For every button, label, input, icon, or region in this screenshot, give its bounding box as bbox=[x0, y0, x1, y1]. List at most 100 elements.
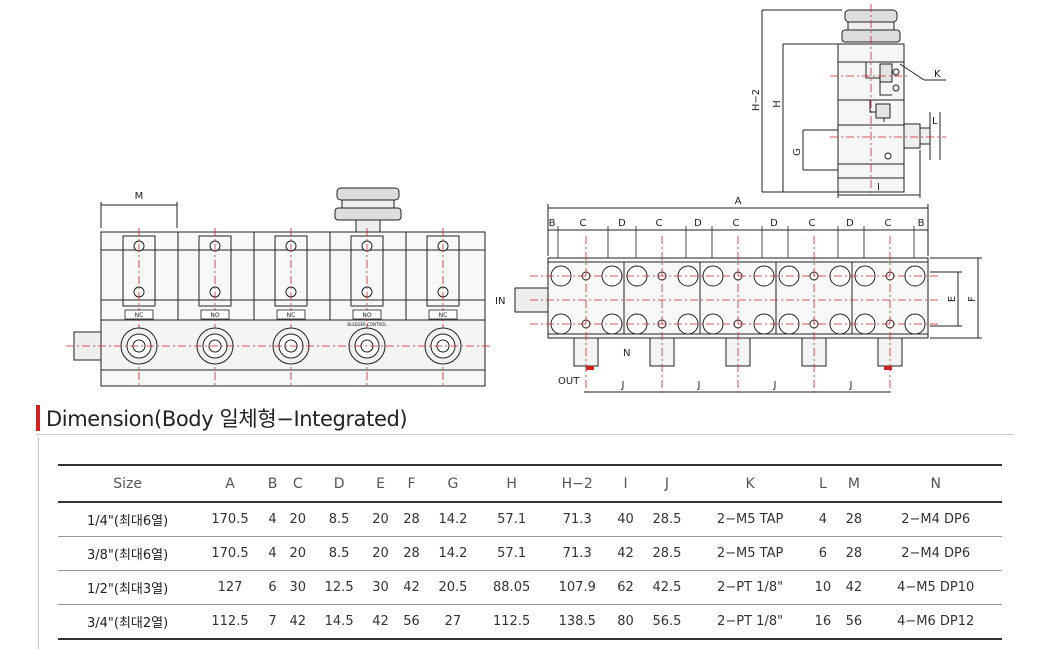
table-cell: 28 bbox=[838, 536, 870, 571]
col-header: H−2 bbox=[544, 464, 611, 503]
label-g: G bbox=[792, 148, 803, 156]
table-cell: 40 bbox=[610, 502, 642, 537]
label-h: H bbox=[772, 100, 783, 108]
valve-tag-box bbox=[428, 309, 458, 320]
table-cell: 14.5 bbox=[313, 604, 366, 640]
front-valve-group: NC NO NC NO BLEEDER CONTROL NC bbox=[66, 228, 490, 386]
table-cell: 28.5 bbox=[641, 502, 693, 537]
table-cell: 80 bbox=[610, 604, 642, 640]
pitch-label: C bbox=[885, 218, 892, 229]
table-cell: 88.05 bbox=[478, 570, 545, 605]
valve-subtag: BLEEDER CONTROL bbox=[347, 322, 387, 327]
table-cell: 20 bbox=[365, 502, 397, 537]
table-cell: 112.5 bbox=[197, 604, 263, 640]
table-cell: 42 bbox=[282, 604, 314, 640]
pitch-label: D bbox=[770, 218, 778, 229]
table-cell: 42 bbox=[365, 604, 397, 640]
side-view-centerlines bbox=[830, 4, 946, 196]
table-cell: 20 bbox=[282, 502, 314, 537]
out-marker bbox=[884, 366, 892, 370]
table-cell: 10 bbox=[807, 570, 839, 605]
table-cell: 14.2 bbox=[427, 536, 479, 571]
heading-accent-bar bbox=[36, 405, 40, 431]
table-cell: 28 bbox=[396, 536, 428, 571]
valve-tag: NO bbox=[362, 312, 371, 319]
pitch-label: D bbox=[694, 218, 702, 229]
table-cell: 56 bbox=[396, 604, 428, 640]
table-cell: 57.1 bbox=[478, 536, 545, 571]
j-label: J bbox=[621, 380, 625, 391]
front-valve: NC bbox=[424, 228, 462, 386]
table-cell: 20.5 bbox=[427, 570, 479, 605]
col-header: G bbox=[427, 464, 479, 503]
row-size-cell: 1/2"(최대3열) bbox=[58, 570, 198, 605]
col-header: Size bbox=[58, 464, 198, 503]
out-marker bbox=[586, 366, 594, 370]
table-cell: 112.5 bbox=[478, 604, 545, 640]
row-size-cell: 3/4"(최대2열) bbox=[58, 604, 198, 640]
col-header: A bbox=[197, 464, 263, 503]
valve-tag: NC bbox=[439, 312, 448, 319]
valve-tag: NC bbox=[135, 312, 144, 319]
table-cell: 12.5 bbox=[313, 570, 366, 605]
table-cell: 4−M6 DP12 bbox=[869, 604, 1002, 640]
col-header: L bbox=[807, 464, 839, 503]
left-divider bbox=[38, 437, 39, 649]
pitch-label: C bbox=[809, 218, 816, 229]
table-cell: 20 bbox=[282, 536, 314, 571]
table-cell: 28 bbox=[838, 502, 870, 537]
table-cell: 28 bbox=[396, 502, 428, 537]
table-cell: 4 bbox=[807, 502, 839, 537]
table-cell: 20 bbox=[365, 536, 397, 571]
heading-title: Dimension(Body 일체형−Integrated) bbox=[46, 407, 408, 431]
front-valve: NO bbox=[196, 228, 234, 386]
top-view-centerlines bbox=[530, 275, 940, 325]
side-view-drawing bbox=[761, 9, 946, 198]
j-label: J bbox=[697, 380, 701, 391]
table-cell: 71.3 bbox=[544, 502, 611, 537]
valve-tag-box bbox=[200, 309, 230, 320]
label-k: K bbox=[934, 69, 941, 80]
pitch-label: C bbox=[656, 218, 663, 229]
valve-tag-box bbox=[352, 309, 382, 320]
table-cell: 2−PT 1/8" bbox=[692, 570, 808, 605]
label-f: F bbox=[967, 296, 978, 302]
pitch-label: D bbox=[846, 218, 854, 229]
table-cell: 107.9 bbox=[544, 570, 611, 605]
col-header: J bbox=[641, 464, 693, 503]
table-cell: 8.5 bbox=[313, 502, 366, 537]
table-cell: 6 bbox=[262, 570, 283, 605]
table-cell: 42.5 bbox=[641, 570, 693, 605]
table-cell: 4 bbox=[262, 536, 283, 571]
label-m: M bbox=[135, 191, 144, 202]
col-header: F bbox=[396, 464, 428, 503]
col-header: N bbox=[869, 464, 1002, 503]
table-cell: 30 bbox=[282, 570, 314, 605]
pitch-label: D bbox=[618, 218, 626, 229]
col-header: H bbox=[478, 464, 545, 503]
label-n: N bbox=[623, 348, 630, 359]
table-cell: 42 bbox=[838, 570, 870, 605]
table-cell: 2−M5 TAP bbox=[692, 502, 808, 537]
col-header: B bbox=[262, 464, 283, 503]
table-cell: 2−M5 TAP bbox=[692, 536, 808, 571]
table-cell: 30 bbox=[365, 570, 397, 605]
front-view-drawing bbox=[73, 187, 486, 387]
table-cell: 7 bbox=[262, 604, 283, 640]
col-header: K bbox=[692, 464, 808, 503]
table-cell: 71.3 bbox=[544, 536, 611, 571]
valve-tag: NC bbox=[287, 312, 296, 319]
label-l: L bbox=[932, 116, 938, 127]
pitch-label: C bbox=[733, 218, 740, 229]
label-i: I bbox=[877, 182, 880, 193]
table-cell: 14.2 bbox=[427, 502, 479, 537]
j-label: J bbox=[773, 380, 777, 391]
